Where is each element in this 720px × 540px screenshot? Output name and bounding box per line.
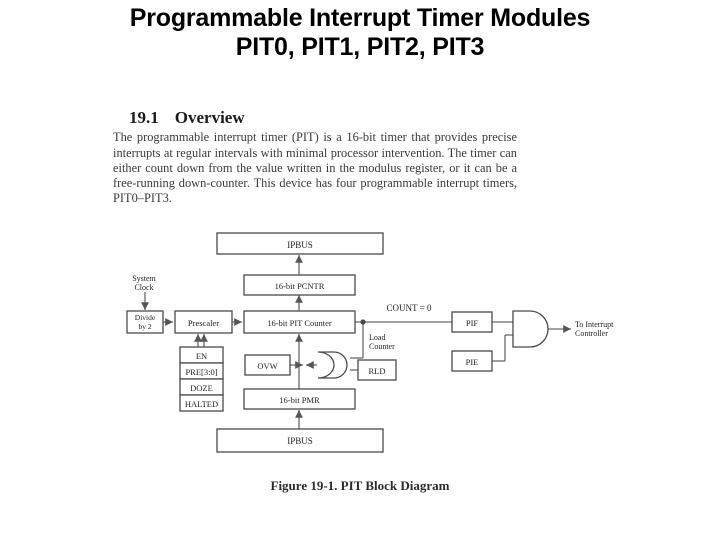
section-title: Overview xyxy=(174,108,245,127)
label-system-clock-line2: Clock xyxy=(134,283,153,292)
label-to-interrupt-line2: Controller xyxy=(575,329,608,338)
box-halted xyxy=(179,394,224,412)
label-pcntr: 16-bit PCNTR xyxy=(275,281,325,291)
label-ovw: OVW xyxy=(257,361,277,371)
label-system-clock-line1: System xyxy=(132,274,156,283)
label-rld: RLD xyxy=(369,366,386,376)
box-pif xyxy=(451,311,493,333)
box-ovw xyxy=(244,354,291,376)
box-pmr xyxy=(243,388,356,410)
label-load-counter-line2: Counter xyxy=(369,342,395,351)
box-en xyxy=(179,346,224,364)
label-divide-line2: by 2 xyxy=(138,322,151,331)
box-ipbus-bottom xyxy=(216,428,384,453)
box-prescaler xyxy=(174,310,233,334)
label-doze: DOZE xyxy=(190,383,213,393)
box-divide-by-2 xyxy=(126,310,164,334)
label-ipbus-top: IPBUS xyxy=(287,240,313,250)
box-ipbus-top xyxy=(216,232,384,255)
label-ipbus-bottom: IPBUS xyxy=(287,436,313,446)
label-divide-line1: Divide xyxy=(135,313,156,322)
box-pre xyxy=(179,362,224,380)
junction-dot xyxy=(360,319,366,325)
figure-caption: Figure 19-1. PIT Block Diagram xyxy=(270,478,450,493)
overview-paragraph: The programmable interrupt timer (PIT) i… xyxy=(113,130,517,206)
and-gate-load xyxy=(317,351,348,379)
label-pie: PIE xyxy=(466,357,479,367)
section-heading: 19.1 Overview xyxy=(112,88,245,148)
label-en: EN xyxy=(196,351,207,361)
title-line-2: PIT0, PIT1, PIT2, PIT3 xyxy=(235,33,485,61)
box-pie xyxy=(451,350,493,372)
label-pit-counter: 16-bit PIT Counter xyxy=(267,318,332,328)
box-doze xyxy=(179,378,224,396)
label-prescaler: Prescaler xyxy=(188,318,219,328)
box-rld xyxy=(357,359,397,381)
title-line-1: Programmable Interrupt Timer Modules xyxy=(129,4,591,32)
label-pif: PIF xyxy=(466,318,479,328)
label-pre: PRE[3:0] xyxy=(185,367,217,377)
section-number: 19.1 xyxy=(129,108,159,127)
label-pmr: 16-bit PMR xyxy=(279,395,320,405)
label-load-counter-line1: Load xyxy=(369,333,385,342)
label-count-zero: COUNT = 0 xyxy=(387,303,432,313)
label-to-interrupt-line1: To Interrupt xyxy=(575,320,614,329)
page-title: Programmable Interrupt Timer Modules PIT… xyxy=(60,4,660,62)
and-gate-interrupt xyxy=(512,310,549,348)
box-pcntr xyxy=(243,274,356,296)
label-halted: HALTED xyxy=(185,399,218,409)
box-pit-counter xyxy=(243,310,356,334)
